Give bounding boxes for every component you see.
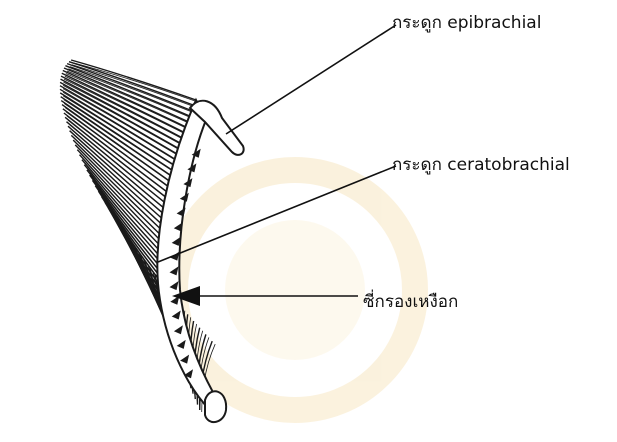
gill-filament [62, 105, 170, 182]
arch-lower-end [205, 391, 226, 422]
label-gill-raker: ซี่กรองเหงือก [363, 288, 458, 315]
label-ceratobrachial: กระดูก ceratobrachial [392, 151, 570, 178]
label-epibrachial: กระดูก epibrachial [392, 9, 541, 36]
gill-filament [67, 64, 192, 111]
leader-epibrachial [226, 25, 396, 134]
